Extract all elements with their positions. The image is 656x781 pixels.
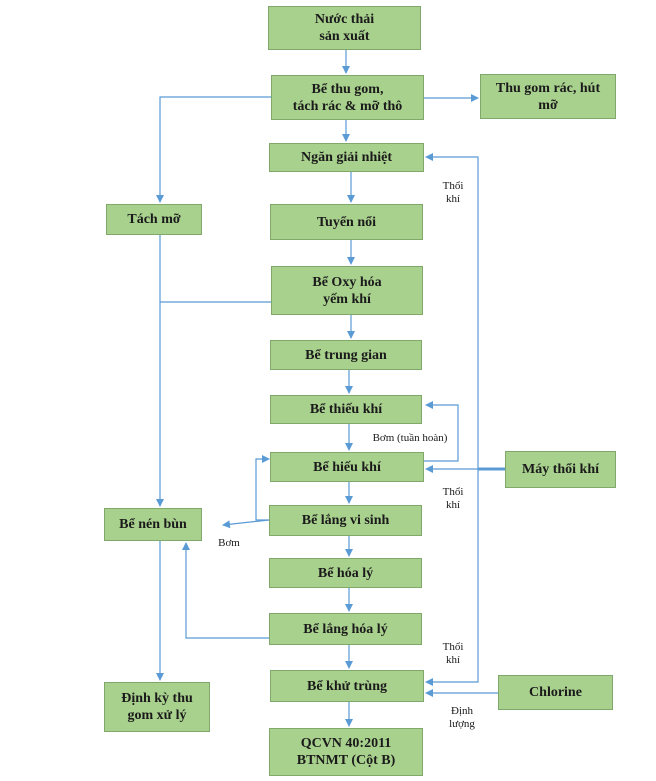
arrow-lang-hoa-ly-to-nen-bun <box>182 542 269 639</box>
node-qcvn: QCVN 40:2011 BTNMT (Cột B) <box>269 728 423 776</box>
arrow-air-to-khu-trung <box>425 469 479 686</box>
node-may-thoi-khi: Máy thổi khí <box>505 451 616 488</box>
node-ngan-giai-nhiet: Ngăn giải nhiệt <box>269 143 424 172</box>
label-bom: Bơm <box>218 537 240 549</box>
node-be-thu-gom: Bể thu gom, tách rác & mỡ thô <box>271 75 424 120</box>
node-tach-mo: Tách mỡ <box>106 204 202 235</box>
node-be-lang-hoa-ly: Bể lắng hóa lý <box>269 613 422 645</box>
node-dinh-ky: Định kỳ thu gom xử lý <box>104 682 210 732</box>
label-thoi-khi-3: Thổi khí <box>442 641 464 666</box>
node-chlorine: Chlorine <box>498 675 613 710</box>
node-be-thieu-khi: Bể thiếu khí <box>270 395 422 424</box>
label-bom-tuan-hoan: Bơm (tuần hoàn) <box>372 432 448 444</box>
node-be-trung-gian: Bể trung gian <box>270 340 422 370</box>
node-nuoc-thai: Nước thải sản xuất <box>268 6 421 50</box>
node-be-hieu-khi: Bể hiếu khí <box>270 452 424 482</box>
arrow-return-to-hieu-khi <box>255 455 270 521</box>
node-tuyen-noi: Tuyển nổi <box>270 204 423 240</box>
arrow-lang-vi-sinh-to-nen-bun <box>222 519 270 529</box>
node-be-oxy-hoa: Bể Oxy hóa yếm khí <box>271 266 423 315</box>
arrow-air-to-ngan-giai-nhiet <box>425 153 479 469</box>
label-dinh-luong: Định lượng <box>449 705 475 730</box>
label-thoi-khi-2: Thổi khí <box>442 486 464 511</box>
node-be-hoa-ly: Bể hóa lý <box>269 558 422 588</box>
node-be-nen-bun: Bể nén bùn <box>104 508 202 541</box>
node-be-lang-vi-sinh: Bể lắng vi sinh <box>269 505 422 536</box>
node-be-khu-trung: Bể khử trùng <box>270 670 424 702</box>
node-thu-gom-rac: Thu gom rác, hút mỡ <box>480 74 616 119</box>
arrow-to-tach-mo <box>156 96 271 203</box>
label-thoi-khi-1: Thổi khí <box>442 180 464 205</box>
arrow-recirculation <box>424 401 459 462</box>
